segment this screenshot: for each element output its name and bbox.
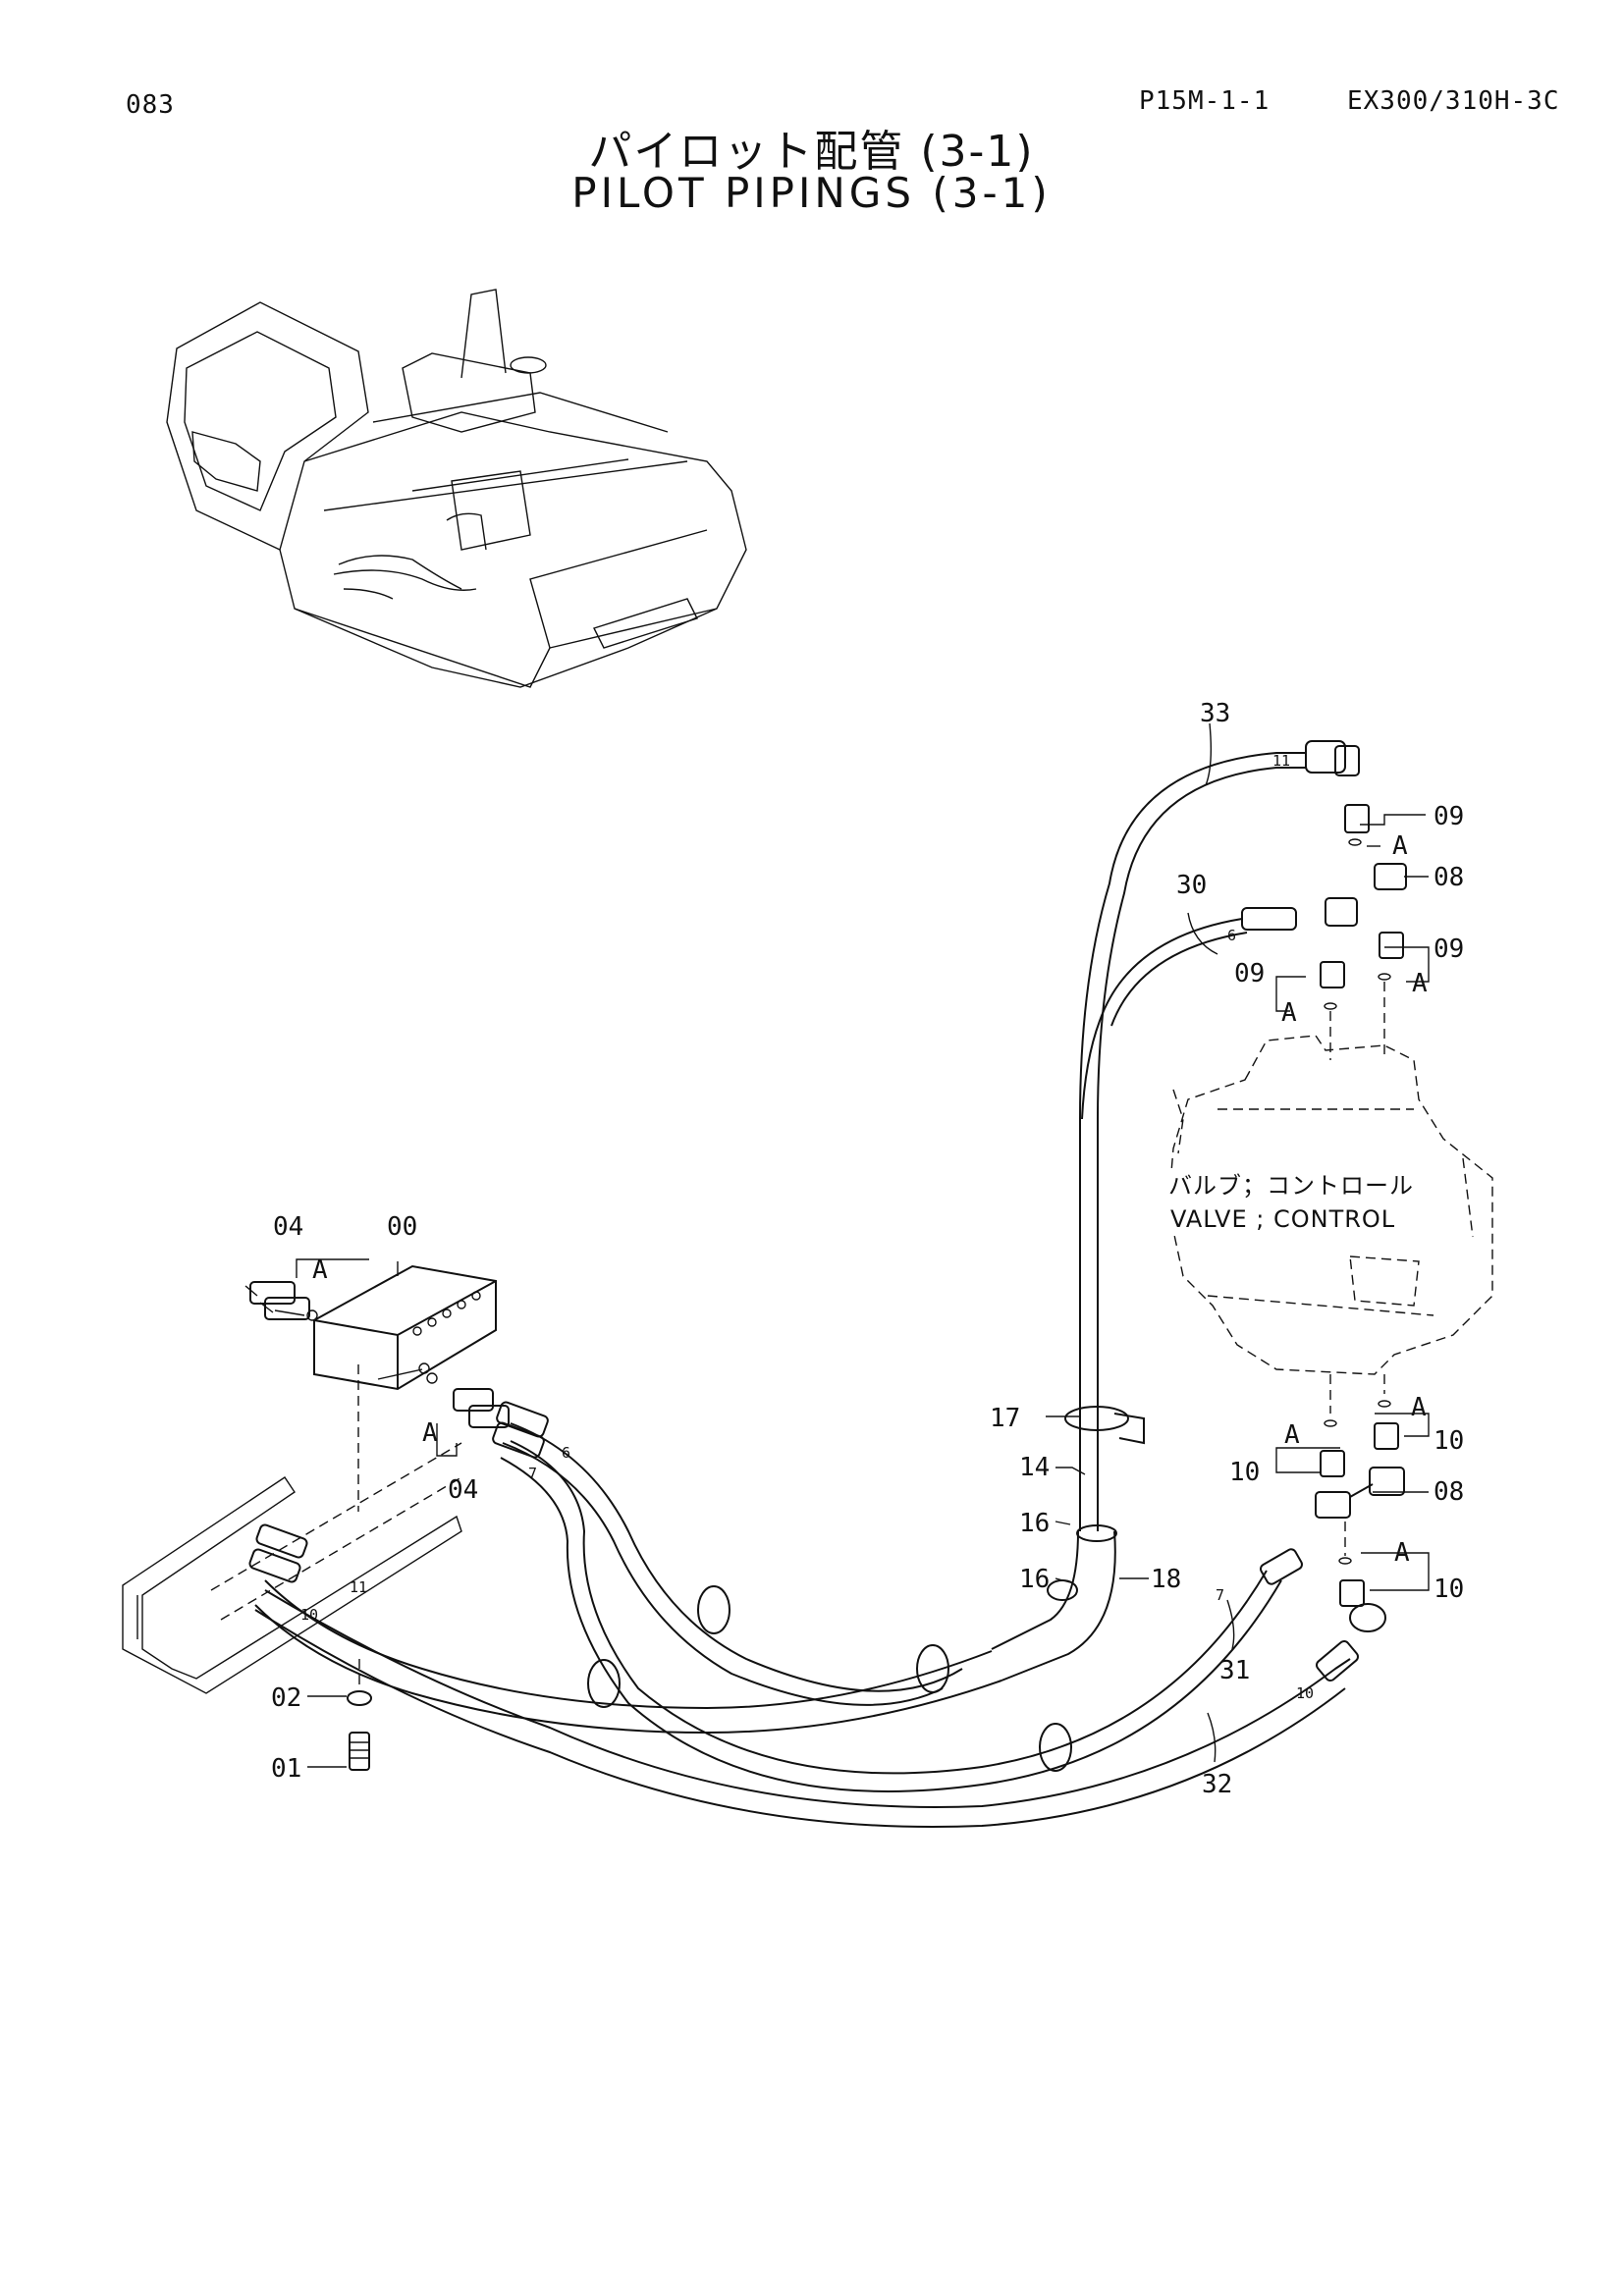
- hose-mark-11-left: 11: [350, 1578, 367, 1596]
- adapter-04-right: [453, 1388, 510, 1428]
- callout-01: 01: [271, 1754, 301, 1784]
- clamps: [587, 1406, 1145, 1772]
- leader-lines: [296, 722, 1430, 1768]
- hose-marks: 11 6 6 7 11 10 7 10: [300, 752, 1314, 1702]
- callout-18: 18: [1151, 1565, 1181, 1594]
- reference-code: P15M-1-1: [1139, 86, 1271, 116]
- callout-a-lower-right: A: [1411, 1393, 1427, 1422]
- callout-16-top: 16: [1019, 1509, 1050, 1538]
- callout-09-right: 09: [1434, 934, 1464, 964]
- callout-a-lowest: A: [1394, 1538, 1410, 1568]
- callout-a-block-top: A: [312, 1255, 328, 1285]
- bolt-01: [349, 1732, 370, 1771]
- callout-04-bottom: 04: [448, 1475, 478, 1505]
- hose-end-fittings-left: [248, 1401, 549, 1583]
- hose-32: [1316, 1603, 1386, 1682]
- hose-mark-7-right: 7: [1216, 1586, 1224, 1604]
- callout-a-lower-left: A: [1284, 1420, 1300, 1450]
- adapter-04-left: [244, 1281, 310, 1320]
- hose-mark-10-left: 10: [300, 1606, 318, 1624]
- callout-10-left: 10: [1229, 1458, 1260, 1487]
- callout-08-lower: 08: [1434, 1477, 1464, 1507]
- fittings-right: [1315, 804, 1407, 1607]
- callout-00: 00: [387, 1212, 417, 1242]
- title-english: PILOT PIPINGS (3-1): [571, 169, 1052, 217]
- callout-16-bottom: 16: [1019, 1565, 1050, 1594]
- main-hose-bundle: [254, 1422, 1351, 1829]
- page-number: 083: [126, 90, 175, 120]
- callout-a-block-bottom: A: [422, 1418, 438, 1448]
- manifold-block-00: [274, 1264, 497, 1512]
- callout-14: 14: [1019, 1453, 1050, 1482]
- callout-30: 30: [1176, 871, 1207, 900]
- valve-label-background: [1166, 1168, 1451, 1235]
- pipe-33: [1079, 740, 1360, 1531]
- callout-09-left: 09: [1234, 959, 1265, 988]
- callout-04-top: 04: [273, 1212, 303, 1242]
- callout-02: 02: [271, 1683, 301, 1713]
- callout-17: 17: [990, 1404, 1020, 1433]
- control-valve-drawing: [1167, 1035, 1493, 1375]
- callout-09-top: 09: [1434, 802, 1464, 831]
- callout-a-top: A: [1392, 831, 1408, 861]
- callout-31: 31: [1219, 1656, 1250, 1685]
- hose-mark-7-left: 7: [528, 1465, 537, 1482]
- title-japanese: パイロット配管 (3-1): [588, 127, 1035, 177]
- pipe-30: [1081, 907, 1297, 1120]
- hose-31: [1260, 1548, 1303, 1585]
- valve-label-japanese: バルブ；コントロール: [1168, 1172, 1414, 1200]
- hose-mark-10-right: 10: [1296, 1684, 1314, 1702]
- hose-mark-11-top: 11: [1272, 752, 1290, 770]
- callout-10-upper: 10: [1434, 1426, 1464, 1456]
- hose-mark-6-left: 6: [562, 1444, 570, 1462]
- callout-a-left: A: [1281, 998, 1297, 1028]
- washer-02: [347, 1659, 372, 1706]
- mounting-plate: [122, 1442, 462, 1694]
- callout-08-top: 08: [1434, 863, 1464, 892]
- callout-labels: 33 30 09 A 08 09 A 09 A 04 00 A A 04 17 …: [271, 699, 1464, 1799]
- callout-10-lower: 10: [1434, 1575, 1464, 1604]
- callout-32: 32: [1202, 1770, 1232, 1799]
- excavator-overview-illustration: [166, 289, 747, 688]
- callout-33: 33: [1200, 699, 1230, 728]
- model-code: EX300/310H-3C: [1347, 86, 1560, 116]
- pipe-18-elbow: [991, 1524, 1117, 1682]
- valve-label-english: VALVE ; CONTROL: [1170, 1205, 1395, 1233]
- callout-a-right: A: [1412, 969, 1428, 998]
- hose-mark-6-top: 6: [1227, 927, 1236, 944]
